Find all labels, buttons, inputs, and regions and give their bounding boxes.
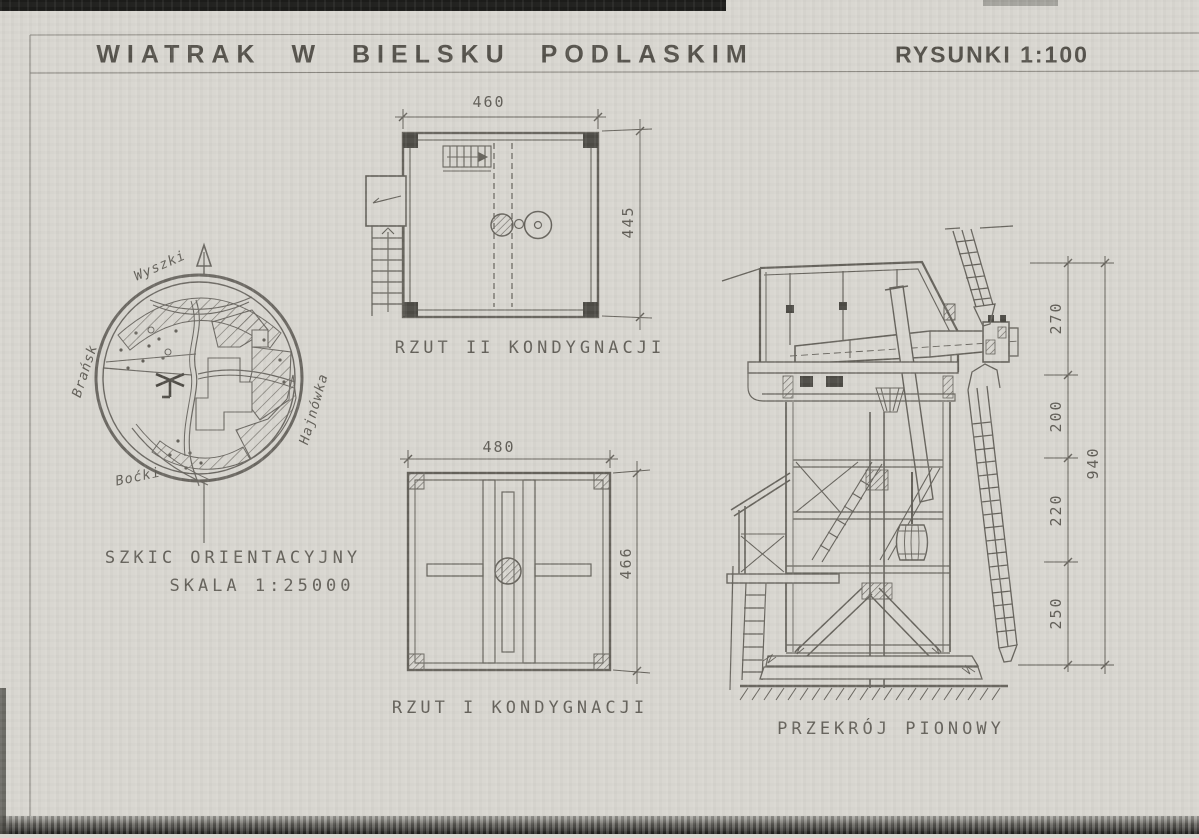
plan2-dim-height: 445 [619,205,637,239]
section-dim-220: 220 [1047,493,1065,527]
ground-hatch [739,687,1001,701]
orientation-caption-line2: SKALA 1:25000 [169,576,355,596]
plan2-dim-width: 460 [472,93,506,111]
scan-edge-bottom [0,816,1199,834]
plan-second-floor [365,109,653,330]
plan1-dim-width: 480 [482,438,516,456]
map-dots [119,329,286,470]
north-arrow-icon [195,242,213,275]
plan-first-floor [400,450,651,684]
lower-sail [967,363,1019,663]
upper-sail [944,225,1014,327]
scan-edge-left [0,688,6,834]
scan-smudge-top-right [983,0,1058,6]
section-dim-250: 250 [1047,596,1065,630]
section-dimensions [1018,256,1114,674]
section-caption: PRZEKRÓJ PIONOWY [777,719,1005,739]
plan2-annex [365,175,407,227]
hopper [875,387,905,413]
sheet-frame [29,32,1199,816]
plan1-dimensions [400,450,651,684]
plan1-dim-height: 466 [617,546,635,580]
sheet-title: WIATRAK W BIELSKU PODLASKIM [96,40,754,69]
orientation-sketch-map [94,242,304,543]
plan2-dimensions [395,109,653,330]
section-outer-stairs [729,565,767,691]
section-dim-270: 270 [1047,301,1065,335]
plan1-caption: RZUT I KONDYGNACJI [391,698,649,718]
section-dim-200: 200 [1047,399,1065,433]
plan2-stair [442,145,492,172]
section-dim-total: 940 [1084,446,1102,480]
section-vertical [721,225,1114,701]
orientation-caption-line1: SZKIC ORIENTACYJNY [104,548,362,568]
windmill-symbol-icon [155,372,185,399]
scan-edge-top [0,0,726,11]
plan2-ladder [371,226,405,316]
plan2-caption: RZUT II KONDYGNACJI [394,338,666,358]
sheet-scale-note: RYSUNKI 1:100 [895,41,1089,68]
